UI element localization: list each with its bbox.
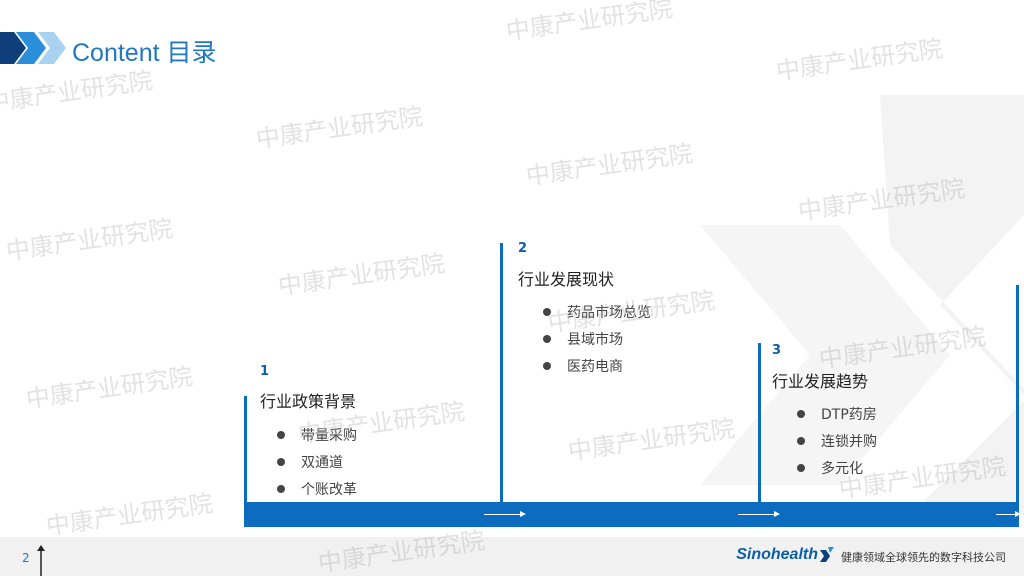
page-title: Content 目录	[72, 39, 217, 67]
list-item: 连锁并购	[797, 427, 877, 454]
list-item: 药品市场总览	[543, 298, 651, 325]
section-title: 行业发展趋势	[772, 372, 869, 391]
brand-logo-icon	[820, 547, 834, 562]
timeline-marker-3	[758, 343, 761, 502]
list-item: DTP药房	[797, 400, 877, 427]
section-list: 药品市场总览 县域市场 医药电商	[543, 298, 651, 379]
watermark: 中康产业研究院	[44, 489, 215, 541]
cursor-arrow-icon	[37, 545, 45, 576]
background-chevron-decoration	[700, 95, 1024, 515]
list-item: 县域市场	[543, 325, 651, 352]
timeline-marker-4	[1016, 285, 1019, 502]
arrow-right-icon	[484, 511, 526, 517]
arrow-right-icon	[738, 511, 780, 517]
arrow-right-icon	[996, 511, 1021, 517]
watermark: 中康产业研究院	[774, 34, 945, 86]
timeline-marker-2	[500, 243, 503, 502]
watermark: 中康产业研究院	[0, 66, 155, 118]
section-list: 带量采购 双通道 个账改革	[277, 421, 357, 502]
section-title: 行业发展现状	[518, 270, 615, 289]
list-item: 多元化	[797, 454, 877, 481]
footer	[0, 537, 1024, 576]
timeline-marker-1	[244, 396, 247, 502]
list-item: 带量采购	[277, 421, 357, 448]
list-item: 个账改革	[277, 475, 357, 502]
section-title: 行业政策背景	[260, 392, 357, 411]
section-number: 2	[518, 241, 528, 256]
brand-logo-group: Sinohealth	[736, 545, 834, 565]
watermark: 中康产业研究院	[276, 249, 447, 301]
section-number: 3	[772, 343, 782, 358]
brand-logo: Sinohealth	[736, 546, 818, 563]
slogan: 健康领域全球领先的数字科技公司	[841, 551, 1006, 564]
watermark: 中康产业研究院	[524, 139, 695, 191]
chevron-logo-icon	[0, 32, 66, 64]
timeline-bar	[244, 502, 1019, 527]
watermark: 中康产业研究院	[4, 214, 175, 266]
list-item: 双通道	[277, 448, 357, 475]
list-item: 医药电商	[543, 352, 651, 379]
watermark: 中康产业研究院	[254, 102, 425, 154]
section-list: DTP药房 连锁并购 多元化	[797, 400, 877, 481]
watermark: 中康产业研究院	[504, 0, 675, 46]
page-number: 2	[22, 551, 30, 565]
section-number: 1	[260, 364, 270, 379]
watermark: 中康产业研究院	[24, 362, 195, 414]
